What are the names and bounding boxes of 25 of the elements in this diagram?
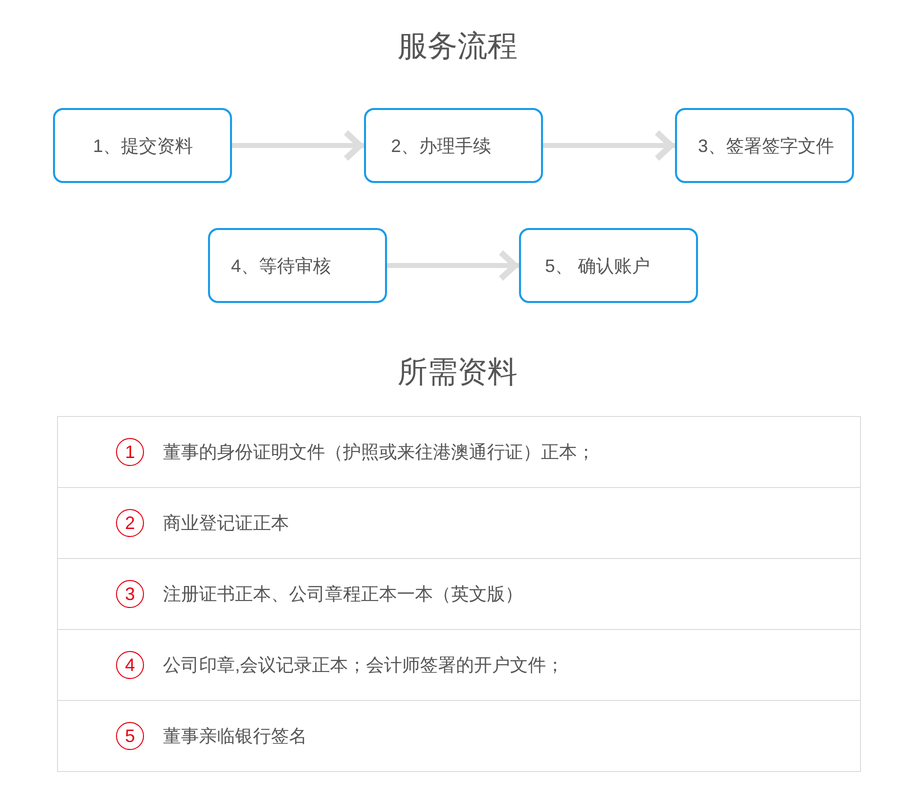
step-label: 4、等待审核 (231, 254, 332, 276)
requirement-text: 董事亲临银行签名 (163, 725, 307, 747)
item-number: 2 (116, 509, 144, 537)
step-label: 2、办理手续 (391, 134, 492, 156)
step-box (519, 228, 698, 303)
item-number: 1 (116, 438, 144, 466)
step-box (53, 108, 232, 183)
step-box (364, 108, 543, 183)
requirement-text: 公司印章,会议记录正本；会计师签署的开户文件； (163, 654, 564, 676)
step-label: 3、签署签字文件 (698, 134, 834, 156)
heading: 服务流程 (398, 29, 518, 65)
requirement-text: 董事的身份证明文件（护照或来往港澳通行证）正本； (163, 441, 595, 463)
arrow (543, 130, 675, 162)
step-label: 1、提交资料 (93, 134, 194, 156)
arrow (232, 130, 364, 162)
step-box (208, 228, 387, 303)
requirement-text: 注册证书正本、公司章程正本一本（英文版） (163, 583, 523, 605)
item-number: 4 (116, 651, 144, 679)
item-number: 5 (116, 722, 144, 750)
arrow (387, 250, 519, 282)
item-number: 3 (116, 580, 144, 608)
step-box (675, 108, 854, 183)
requirement-text: 商业登记证正本 (163, 512, 289, 534)
heading: 所需资料 (398, 355, 518, 391)
step-label: 5、 确认账户 (545, 254, 650, 276)
